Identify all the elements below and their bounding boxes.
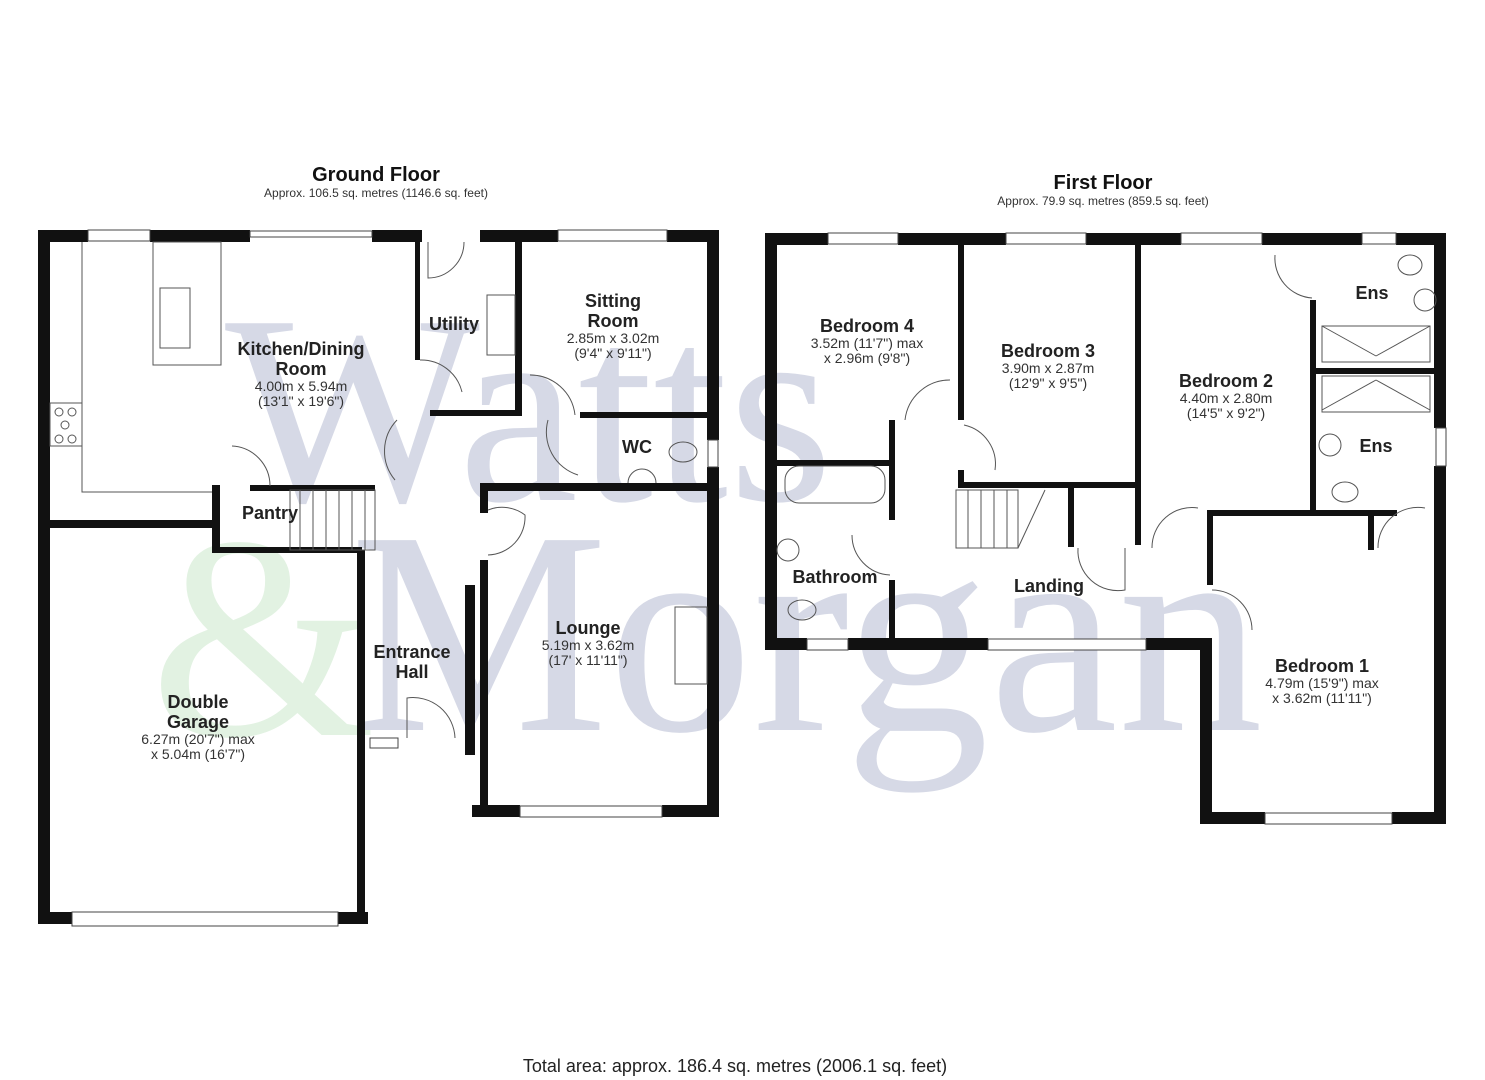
ground-floor-header: Ground Floor Approx. 106.5 sq. metres (1…	[226, 164, 526, 200]
ground-floor-title: Ground Floor	[312, 164, 440, 186]
room-utility: Utility	[428, 314, 480, 334]
room-bedroom-4: Bedroom 4 3.52m (11'7") max x 2.96m (9'8…	[810, 316, 924, 366]
room-sitting-room: Sitting Room 2.85m x 3.02m (9'4" x 9'11"…	[566, 291, 660, 361]
watermark-ampersand: &	[150, 477, 376, 798]
watermark-morgan: Morgan	[350, 472, 1263, 793]
first-floor-header: First Floor Approx. 79.9 sq. metres (859…	[953, 172, 1253, 208]
room-bedroom-2: Bedroom 2 4.40m x 2.80m (14'5" x 9'2")	[1178, 371, 1274, 421]
first-floor-area: Approx. 79.9 sq. metres (859.5 sq. feet)	[997, 194, 1209, 208]
room-wc: WC	[622, 437, 652, 457]
first-floor-title: First Floor	[1053, 172, 1153, 194]
room-kitchen-dining: Kitchen/Dining Room 4.00m x 5.94m (13'1"…	[237, 339, 365, 409]
room-pantry: Pantry	[241, 503, 299, 523]
room-ensuite-upper: Ens	[1355, 283, 1389, 303]
ground-floor-area: Approx. 106.5 sq. metres (1146.6 sq. fee…	[264, 186, 488, 200]
room-bedroom-3: Bedroom 3 3.90m x 2.87m (12'9" x 9'5")	[1000, 341, 1096, 391]
room-bathroom: Bathroom	[792, 567, 878, 587]
room-bedroom-1: Bedroom 1 4.79m (15'9") max x 3.62m (11'…	[1265, 656, 1379, 706]
total-area: Total area: approx. 186.4 sq. metres (20…	[522, 1056, 948, 1076]
room-entrance-hall: Entrance Hall	[373, 642, 451, 682]
room-landing: Landing	[1014, 576, 1084, 596]
room-double-garage: Double Garage 6.27m (20'7") max x 5.04m …	[141, 692, 255, 762]
room-ensuite-lower: Ens	[1359, 436, 1393, 456]
room-lounge: Lounge 5.19m x 3.62m (17' x 11'11")	[541, 618, 635, 668]
